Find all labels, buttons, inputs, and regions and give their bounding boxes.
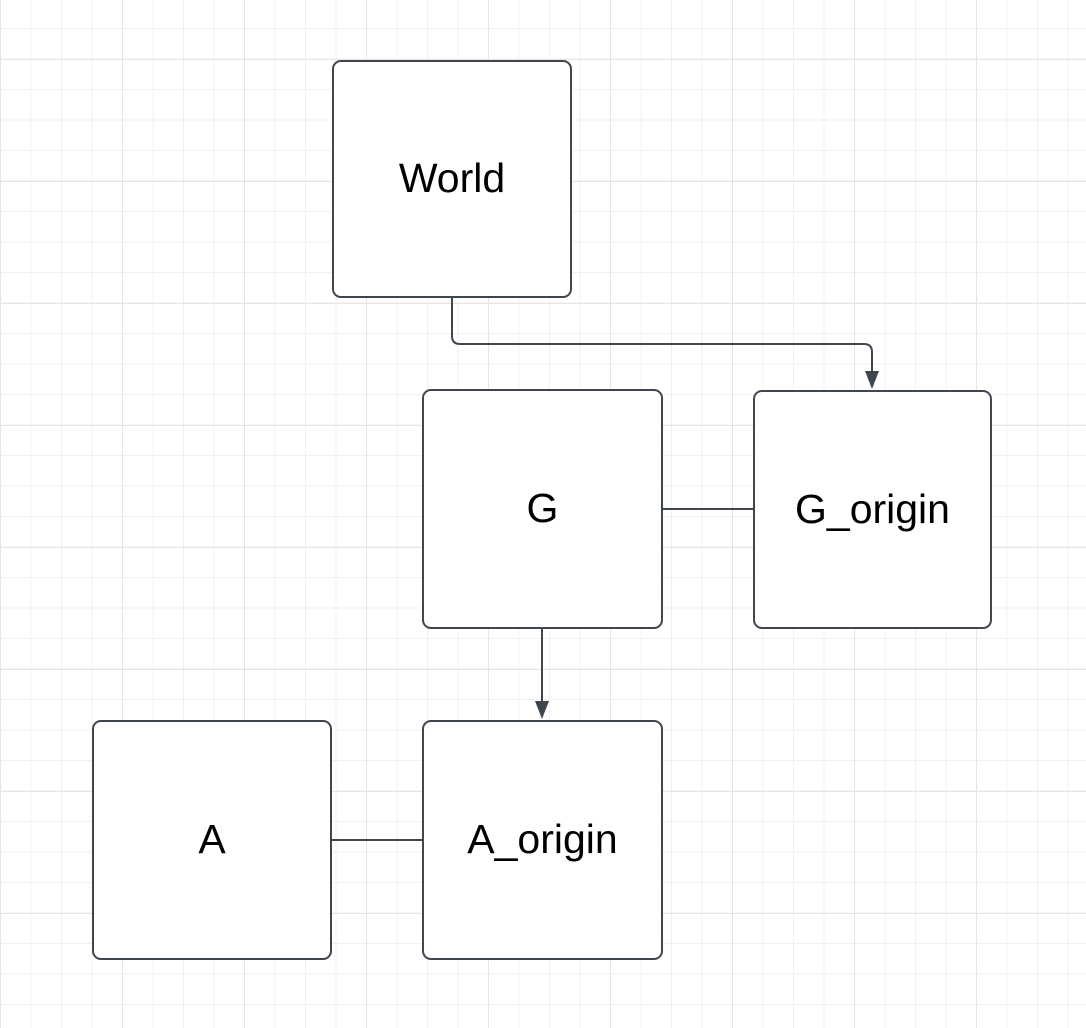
node-g-label: G xyxy=(526,485,559,532)
node-a[interactable]: A xyxy=(92,720,332,960)
edge-world-to-g-origin[interactable] xyxy=(451,298,873,372)
node-a-label: A xyxy=(198,816,226,863)
node-g[interactable]: G xyxy=(422,389,663,629)
arrowhead-g-to-a-origin[interactable] xyxy=(535,701,549,719)
arrowhead-world-to-g-origin[interactable] xyxy=(865,371,879,389)
node-world[interactable]: World xyxy=(332,60,572,298)
node-g-origin-label: G_origin xyxy=(795,485,950,532)
node-g-origin[interactable]: G_origin xyxy=(753,390,992,629)
node-world-label: World xyxy=(398,155,506,202)
node-a-origin[interactable]: A_origin xyxy=(422,720,663,960)
node-a-origin-label: A_origin xyxy=(467,816,618,863)
